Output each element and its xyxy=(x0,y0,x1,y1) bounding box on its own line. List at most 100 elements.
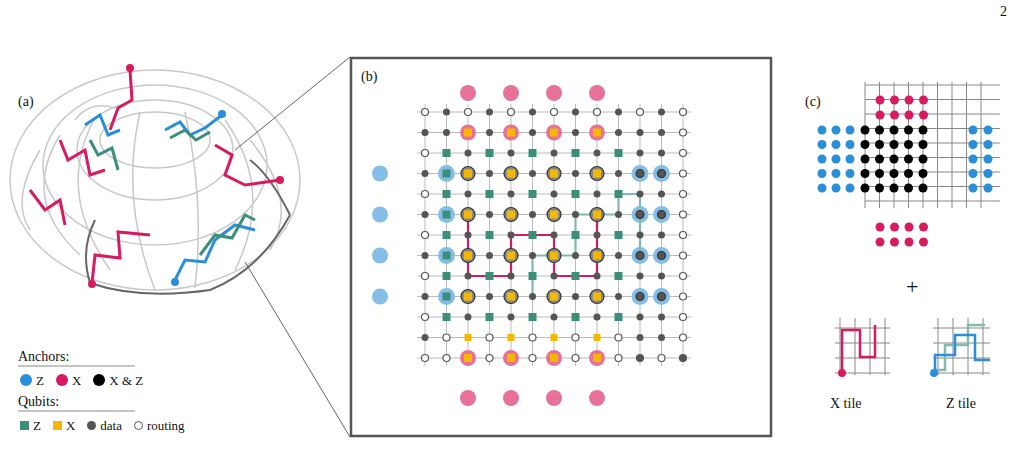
qubit-square xyxy=(572,149,580,157)
legend-swatch xyxy=(20,421,29,430)
qubit-dot xyxy=(658,273,665,280)
stroke xyxy=(933,358,990,359)
qubit-dot xyxy=(438,288,455,305)
qubit-square xyxy=(508,334,515,341)
qubit-dot xyxy=(875,184,884,193)
qubit-dot xyxy=(919,184,928,193)
qubit-dot xyxy=(422,293,429,300)
qubit-square xyxy=(507,170,515,178)
qubit-dot xyxy=(636,293,644,301)
stroke xyxy=(865,128,1000,129)
qubit-dot xyxy=(589,85,605,101)
qubit-dot xyxy=(529,293,536,300)
qubit-dot xyxy=(465,314,472,321)
qubit-square xyxy=(551,334,558,341)
qubit-dot xyxy=(594,191,601,198)
qubit-square xyxy=(615,313,623,321)
qubit-dot xyxy=(551,109,558,116)
qubit-dot xyxy=(832,126,841,135)
qubit-dot xyxy=(508,109,515,116)
stroke xyxy=(933,373,990,374)
stroke xyxy=(983,318,984,375)
qubit-dot xyxy=(546,390,562,406)
stroke xyxy=(865,172,1000,173)
qubit-dot xyxy=(615,170,622,177)
qubit-dot xyxy=(637,314,644,321)
qubit-square xyxy=(507,129,515,137)
qubit-dot xyxy=(969,155,978,164)
qubit-dot xyxy=(529,355,536,362)
qubit-dot xyxy=(594,232,601,239)
qubit-dot xyxy=(551,232,558,239)
caption-label: Z tile xyxy=(946,397,976,411)
qubit-square xyxy=(486,272,494,280)
qubit-dot xyxy=(422,252,429,259)
qubit-dot xyxy=(875,155,884,164)
qubit-dot xyxy=(422,334,429,341)
qubit-square xyxy=(593,354,601,362)
qubit-dot xyxy=(486,211,493,218)
qubit-square xyxy=(550,252,558,260)
qubit-dot xyxy=(637,334,644,341)
qubit-dot xyxy=(529,252,536,259)
qubit-dot xyxy=(438,206,455,223)
qubit-dot xyxy=(653,206,670,223)
qubit-dot xyxy=(905,223,914,232)
qubit-square xyxy=(464,252,472,260)
legend-text: X & Z xyxy=(109,374,143,387)
qubit-dot xyxy=(919,140,928,149)
qubit-square xyxy=(443,190,451,198)
qubit-dot xyxy=(422,211,429,218)
qubit-dot xyxy=(876,96,885,105)
qubit-square xyxy=(550,211,558,219)
qubit-dot xyxy=(658,109,665,116)
qubit-dot xyxy=(680,129,687,136)
legend-swatch xyxy=(93,374,105,386)
qubit-dot xyxy=(504,290,518,304)
qubit-dot xyxy=(486,129,493,136)
qubit-dot xyxy=(658,252,666,260)
x-tile-string xyxy=(842,325,875,372)
qubit-dot xyxy=(680,293,687,300)
qubit-dot xyxy=(680,273,687,280)
qubit-dot xyxy=(846,155,855,164)
qubit-dot xyxy=(905,96,914,105)
qubit-square xyxy=(486,313,494,321)
legend-text: Z xyxy=(36,374,44,387)
qubit-dot xyxy=(422,273,429,280)
qubit-dot xyxy=(551,273,558,280)
qubit-dot xyxy=(930,369,938,377)
qubit-square xyxy=(464,170,472,178)
qubit-dot xyxy=(465,150,472,157)
qubit-square xyxy=(572,190,580,198)
stroke xyxy=(952,82,953,208)
plus-sign: + xyxy=(906,276,918,298)
legend-swatch xyxy=(56,374,68,386)
qubit-square xyxy=(486,231,494,239)
qubit-dot xyxy=(876,111,885,120)
qubit-dot xyxy=(615,355,622,362)
qubit-dot xyxy=(503,390,519,406)
qubit-dot xyxy=(594,273,601,280)
qubit-dot xyxy=(637,129,644,136)
qubit-square xyxy=(529,190,537,198)
qubit-square xyxy=(615,272,623,280)
qubit-dot xyxy=(969,169,978,178)
qubit-dot xyxy=(832,140,841,149)
legend-swatch xyxy=(53,421,62,430)
qubit-square xyxy=(550,129,558,137)
qubit-dot xyxy=(572,109,579,116)
qubit-dot xyxy=(508,314,515,321)
qubit-dot xyxy=(372,166,388,182)
qubit-square xyxy=(486,190,494,198)
qubit-dot xyxy=(658,129,665,136)
qubit-dot xyxy=(572,252,579,259)
qubit-dot xyxy=(658,170,666,178)
qubit-dot xyxy=(461,249,475,263)
qubit-dot xyxy=(680,211,687,218)
qubit-dot xyxy=(680,191,687,198)
qubit-dot xyxy=(422,232,429,239)
qubit-dot xyxy=(460,125,476,141)
